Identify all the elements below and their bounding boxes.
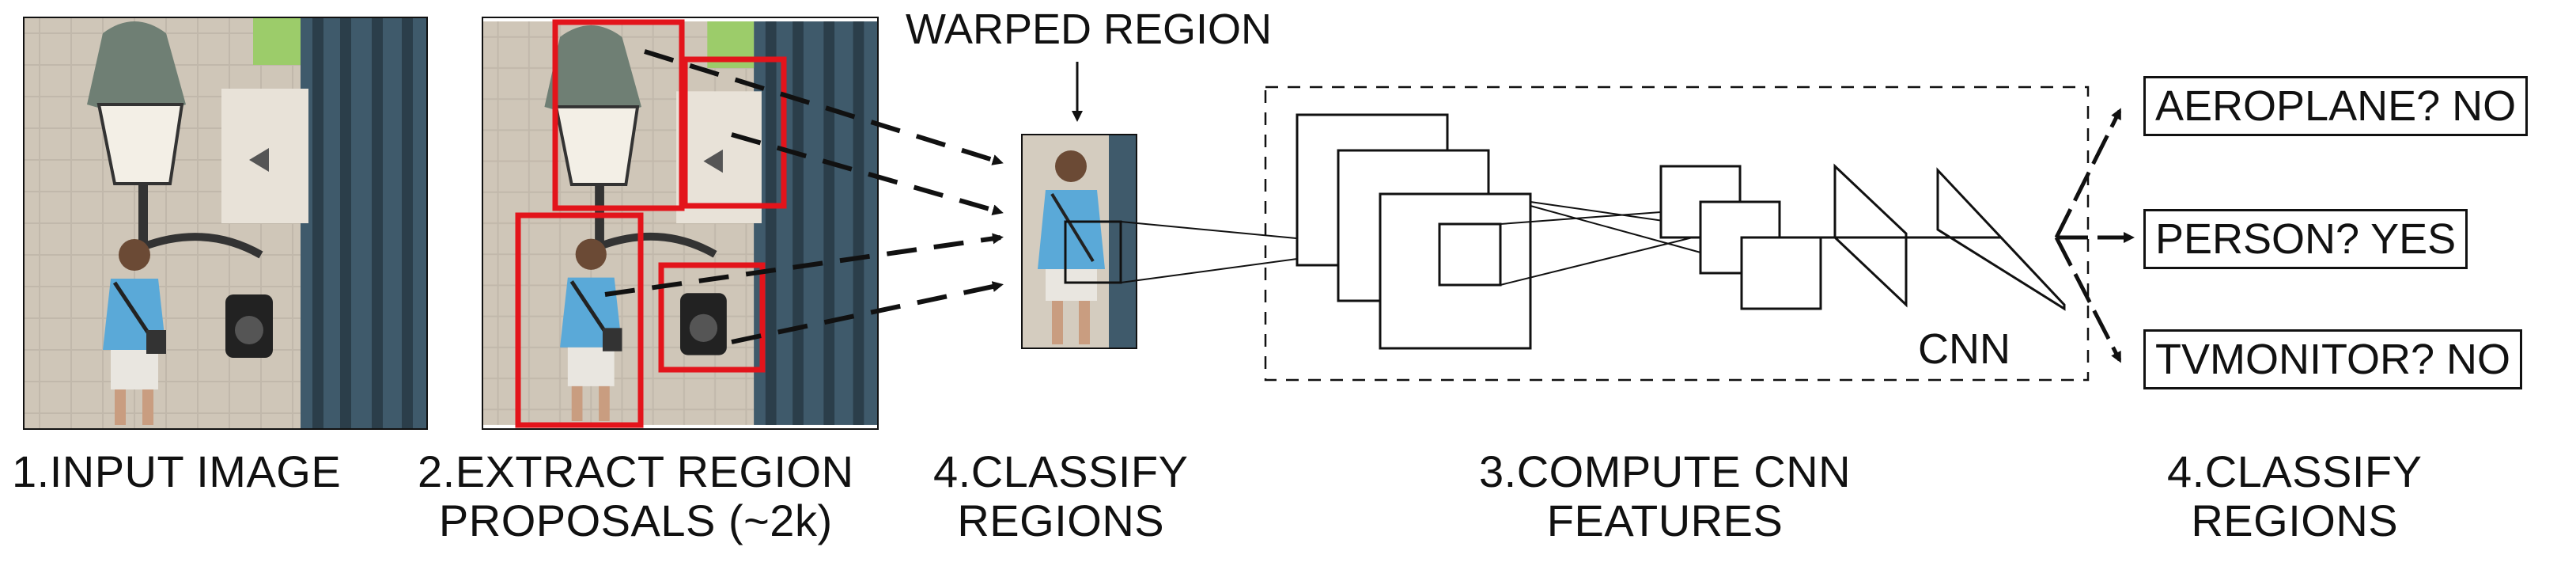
stage-label-line: 3.COMPUTE CNN [1479, 446, 1852, 496]
stage-label-line: 2.EXTRACT REGION [418, 446, 854, 496]
stage-label-line: PROPOSALS (~2k) [438, 496, 833, 545]
stage-label-cnn-features: 3.COMPUTE CNN FEATURES [1479, 447, 1851, 545]
proposal-arrow [644, 49, 1004, 165]
proposal-box [552, 19, 685, 211]
stage-label-line: REGIONS [957, 496, 1165, 545]
warped-image-frame [1021, 134, 1137, 349]
stage-label-line: 4.CLASSIFY [2167, 446, 2423, 496]
feature-maps-large [1296, 113, 1532, 350]
output-aeroplane: AEROPLANE? NO [2143, 76, 2529, 136]
proposal-arrow [731, 281, 1004, 344]
cnn-container [1264, 85, 2090, 382]
stage-label-proposals: 2.EXTRACT REGION PROPOSALS (~2k) [418, 447, 854, 545]
stage-label-classify-regions: 4.CLASSIFY REGIONS [933, 447, 1188, 545]
stage-label-line: FEATURES [1546, 496, 1784, 545]
proposals-image-frame [482, 17, 879, 430]
street-lamp [87, 21, 186, 120]
feature-map [1740, 236, 1822, 310]
proposal-arrow [731, 132, 1004, 215]
feature-map [1379, 192, 1532, 350]
cnn-label: CNN [1918, 325, 2010, 373]
output-arrows [2054, 108, 2135, 363]
stage-label-input: 1.INPUT IMAGE [12, 447, 341, 496]
warped-region-image [1022, 135, 1137, 348]
output-tvmonitor: TVMONITOR? NO [2143, 329, 2523, 389]
proposal-box [515, 212, 644, 428]
input-image [24, 17, 427, 429]
stage-label-line: REGIONS [2191, 496, 2399, 545]
street-scene [24, 17, 427, 429]
conv-kernel-box [1438, 222, 1502, 287]
fc-layer [1833, 163, 1908, 308]
input-image-frame [23, 17, 428, 430]
receptive-field-box [1064, 220, 1122, 284]
feature-maps-small [1659, 165, 1822, 310]
proposal-arrow [604, 233, 1004, 297]
output-arrow [2054, 108, 2122, 239]
proposal-box [658, 262, 766, 373]
fc-layer [1936, 167, 2066, 311]
stage-label-line: 1.INPUT IMAGE [12, 446, 342, 496]
proposal-arrows [604, 49, 1004, 344]
warped-region-title: WARPED REGION [906, 6, 1273, 53]
output-arrow [2054, 236, 2122, 363]
fc-layers [1821, 163, 2066, 311]
output-person: PERSON? YES [2143, 209, 2468, 269]
proposal-boxes [515, 19, 787, 428]
warped-person [1022, 135, 1137, 348]
proposal-box [682, 56, 787, 209]
stage-label-line: 4.CLASSIFY [933, 446, 1189, 496]
stage-label-classify-output: 4.CLASSIFY REGIONS [2167, 447, 2422, 545]
